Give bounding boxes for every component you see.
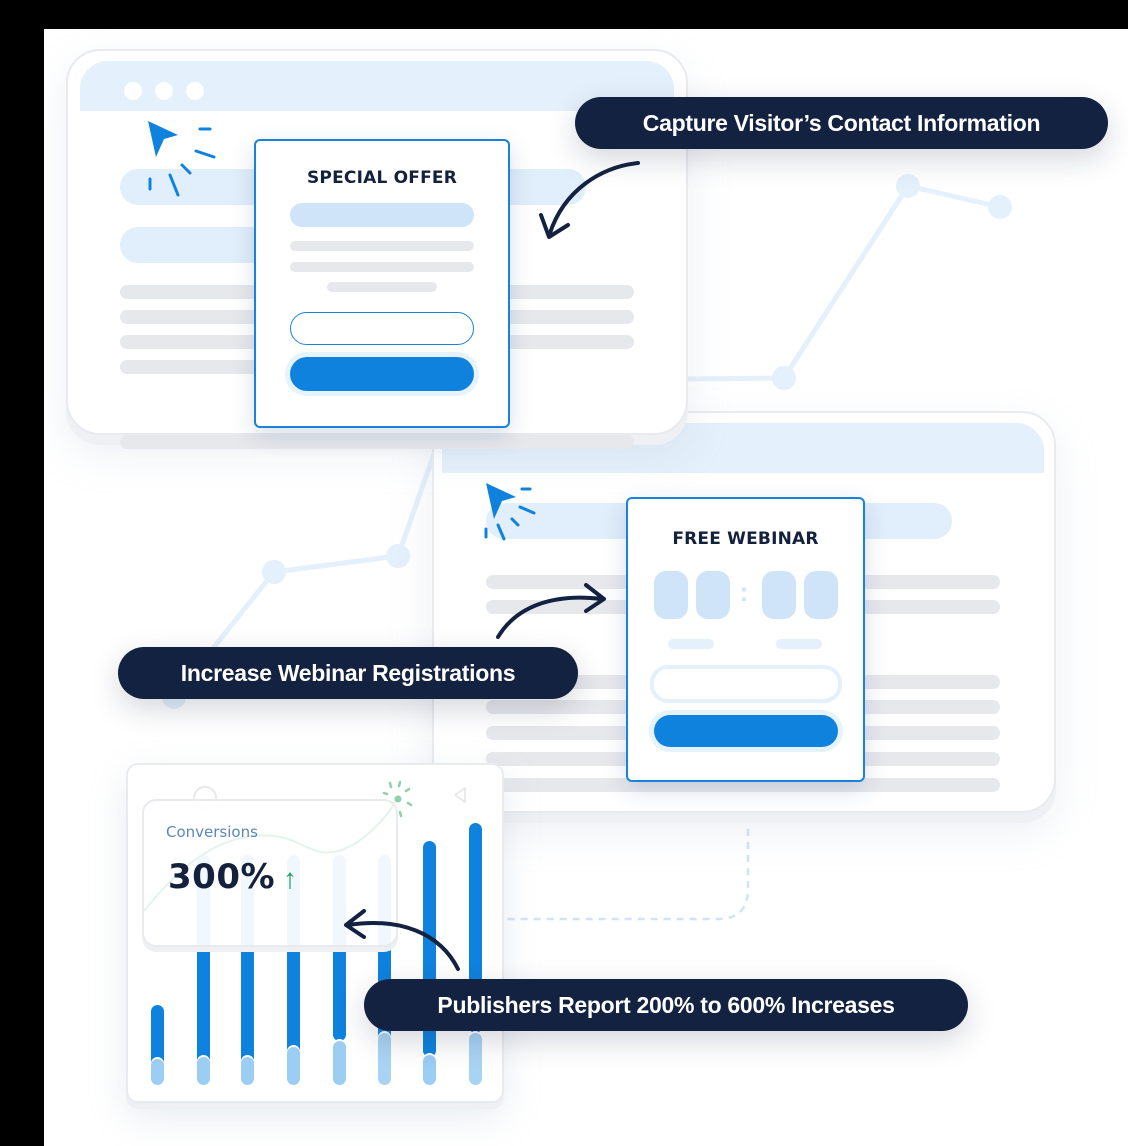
- popup-title: FREE WEBINAR: [672, 529, 819, 549]
- chart-bar: [151, 1005, 164, 1085]
- window-dot: [155, 82, 173, 100]
- stat-label: Conversions: [166, 823, 258, 841]
- illustration-canvas: FREE WEBINAR : SP: [44, 29, 1128, 1146]
- submit-button[interactable]: [290, 357, 474, 391]
- email-field[interactable]: [290, 312, 474, 345]
- arrow-up-icon: ↑: [283, 863, 297, 894]
- cursor-click-icon: [148, 121, 216, 197]
- callout-text: Publishers Report 200% to 600% Increases: [437, 991, 895, 1018]
- callout-webinar-registrations: Increase Webinar Registrations: [118, 647, 578, 699]
- callout-publishers-report: Publishers Report 200% to 600% Increases: [364, 979, 968, 1031]
- countdown-label: [668, 639, 714, 649]
- callout-text: Increase Webinar Registrations: [180, 659, 516, 686]
- content-placeholder: [120, 360, 260, 374]
- chart-bar: [469, 823, 482, 1085]
- sparkline-icon: [144, 801, 396, 912]
- curved-arrow-icon: [539, 161, 640, 239]
- sparkle-icon: [382, 780, 413, 818]
- text-placeholder: [290, 262, 474, 272]
- callout-text: Capture Visitor’s Contact Information: [642, 109, 1041, 136]
- popup-title: SPECIAL OFFER: [306, 168, 457, 188]
- headline-placeholder: [290, 203, 474, 227]
- content-placeholder: [486, 778, 1000, 792]
- countdown-digit: [804, 571, 838, 619]
- stat-value: 300%: [168, 857, 276, 897]
- curved-arrow-icon: [496, 583, 606, 639]
- window-dot: [124, 82, 142, 100]
- countdown-separator: :: [739, 577, 749, 607]
- countdown-label: [776, 639, 822, 649]
- countdown-digit: [696, 571, 730, 619]
- countdown-digit: [762, 571, 796, 619]
- curved-arrow-icon: [344, 909, 460, 971]
- text-placeholder: [327, 282, 437, 292]
- window-titlebar: [80, 61, 674, 111]
- register-button[interactable]: [654, 715, 838, 747]
- window-dot: [186, 82, 204, 100]
- special-offer-popup[interactable]: SPECIAL OFFER: [254, 139, 510, 428]
- content-placeholder: [120, 435, 634, 449]
- text-placeholder: [290, 241, 474, 251]
- email-field[interactable]: [650, 665, 842, 703]
- countdown-digit: [654, 571, 688, 619]
- cursor-click-icon: [484, 483, 536, 541]
- share-icon: [454, 787, 466, 803]
- webinar-popup[interactable]: FREE WEBINAR :: [626, 497, 865, 782]
- callout-capture-contact: Capture Visitor’s Contact Information: [575, 97, 1108, 149]
